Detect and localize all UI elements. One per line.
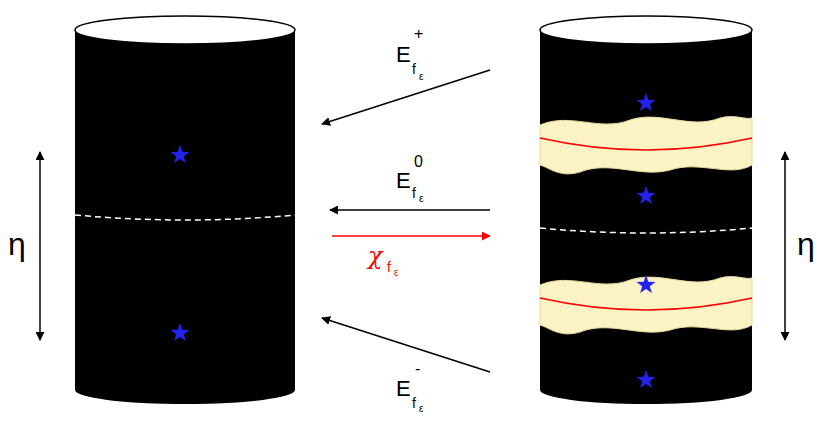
subscript: f: [412, 186, 416, 200]
left-cylinder: [75, 16, 295, 404]
map-symbol: χ: [368, 244, 383, 268]
superscript: -: [415, 361, 420, 377]
subscript: f: [387, 260, 391, 274]
subscript: ε: [394, 268, 398, 278]
height-arrow: [784, 152, 786, 340]
right-cylinder: [540, 16, 752, 404]
subscript: f: [412, 62, 416, 76]
field-arrow: [322, 318, 490, 372]
map-arrow: [332, 235, 490, 237]
superscript: 0: [414, 154, 423, 170]
superscript: +: [414, 26, 423, 42]
subscript: ε: [419, 72, 423, 82]
subscript: ε: [419, 404, 423, 414]
subscript: f: [412, 396, 416, 410]
height-symbol: η: [797, 228, 815, 260]
field-arrow: [322, 70, 490, 124]
field-arrow: [330, 209, 490, 211]
height-symbol: η: [8, 228, 26, 260]
height-arrow: [39, 152, 41, 340]
subscript: ε: [419, 194, 423, 204]
field-symbol: E: [396, 170, 411, 192]
field-symbol: E: [396, 44, 411, 66]
field-symbol: E: [396, 378, 411, 400]
